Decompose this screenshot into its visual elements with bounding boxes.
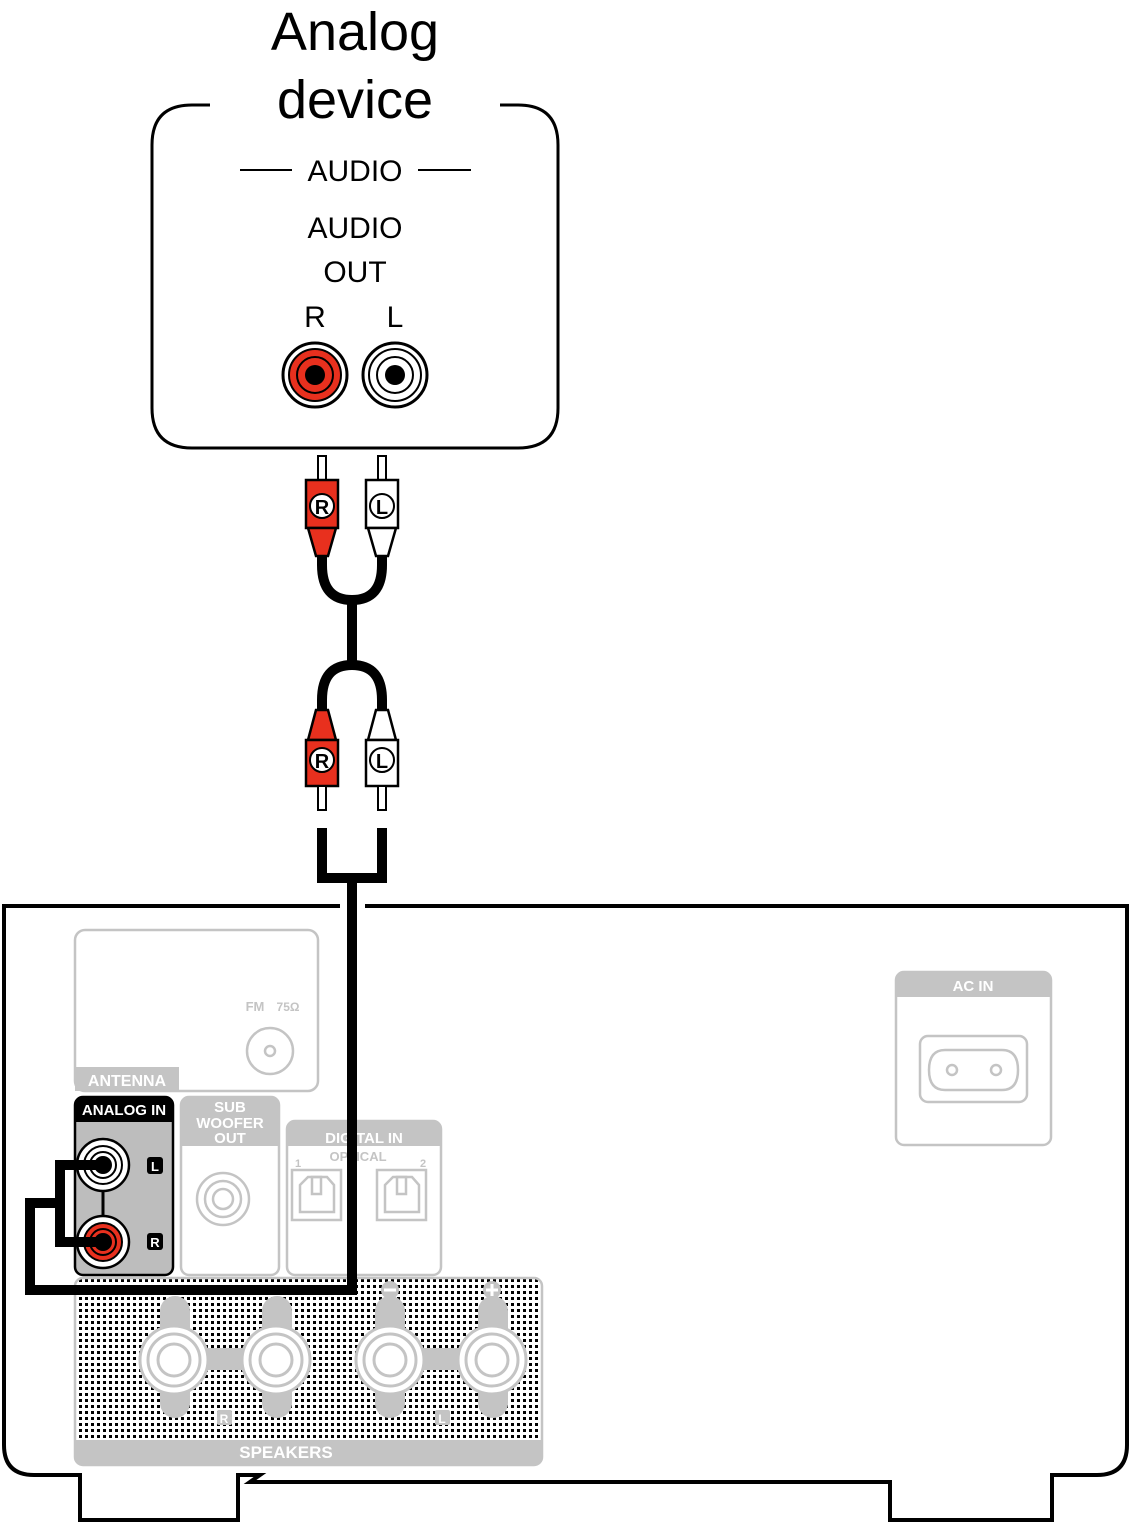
antenna-section: ANTENNA FM 75Ω bbox=[73, 928, 320, 1093]
subwoofer-jack[interactable] bbox=[195, 1171, 251, 1227]
ac-in-label: AC IN bbox=[953, 978, 994, 995]
left-output-jack[interactable] bbox=[361, 341, 429, 409]
optical-2-label: 2 bbox=[420, 1158, 426, 1170]
plug-right-label: R bbox=[315, 497, 330, 519]
cable-segment bbox=[25, 1198, 356, 1295]
device-title-line2: device bbox=[277, 70, 433, 130]
fm-label: FM bbox=[246, 999, 265, 1014]
analog-in-label: ANALOG IN bbox=[82, 1102, 166, 1119]
analog-in-right-label: R bbox=[150, 1235, 160, 1250]
subwoofer-label-line1: SUB bbox=[214, 1099, 246, 1116]
speakers-left-label: L bbox=[438, 1412, 445, 1426]
speakers-label: SPEAKERS bbox=[239, 1443, 333, 1462]
fm-antenna-jack[interactable] bbox=[245, 1026, 295, 1076]
speakers-section: SPEAKERS bbox=[73, 1276, 544, 1467]
digital-in-section: DIGITAL IN OPTICAL 1 2 bbox=[285, 1119, 443, 1277]
speakers-right-label: R bbox=[220, 1412, 229, 1426]
antenna-label: ANTENNA bbox=[88, 1073, 167, 1090]
receiver-outline bbox=[2, 904, 1129, 1522]
analog-in-left-label: L bbox=[151, 1159, 159, 1174]
ac-inlet[interactable] bbox=[918, 1034, 1029, 1104]
output-label-line1: AUDIO bbox=[307, 212, 402, 245]
cable-segment bbox=[55, 1160, 100, 1247]
top-left-plug: L bbox=[364, 455, 400, 558]
speaker-terminal-left-positive[interactable] bbox=[456, 1281, 528, 1418]
plus-icon bbox=[486, 1284, 498, 1296]
digital-in-label: DIGITAL IN bbox=[325, 1130, 403, 1147]
optical-label: OPTICAL bbox=[329, 1149, 386, 1164]
output-label-line2: OUT bbox=[323, 256, 386, 289]
speaker-terminal-right-negative[interactable] bbox=[138, 1296, 210, 1418]
analog-device: Analog device AUDIO AUDIO OUT R L bbox=[150, 2, 560, 450]
speaker-terminal-right-positive[interactable] bbox=[240, 1296, 312, 1418]
optical-port-2[interactable] bbox=[375, 1168, 428, 1222]
bottom-right-plug: R bbox=[304, 708, 340, 811]
receiver-rear-panel: ANTENNA FM 75Ω ANALOG IN bbox=[2, 904, 1129, 1522]
top-right-plug: R bbox=[304, 455, 340, 558]
analog-in-section: ANALOG IN L R bbox=[73, 1095, 175, 1277]
ac-in-section: AC IN bbox=[894, 970, 1053, 1147]
left-label: L bbox=[387, 301, 404, 334]
optical-1-label: 1 bbox=[295, 1158, 301, 1170]
plug-left-label: L bbox=[376, 497, 388, 519]
device-outline bbox=[150, 103, 560, 450]
device-title-line1: Analog bbox=[271, 2, 439, 62]
subwoofer-section: SUB WOOFER OUT bbox=[179, 1095, 281, 1277]
plug-right-label: R bbox=[315, 751, 330, 773]
optical-port-1[interactable] bbox=[290, 1168, 343, 1222]
subwoofer-label-line3: OUT bbox=[214, 1130, 246, 1147]
plug-left-label: L bbox=[376, 751, 388, 773]
section-label: AUDIO bbox=[307, 155, 402, 188]
fm-impedance: 75Ω bbox=[277, 1000, 300, 1014]
analog-in-left-jack[interactable] bbox=[75, 1137, 131, 1193]
right-label: R bbox=[304, 301, 326, 334]
speaker-terminal-left-negative[interactable] bbox=[354, 1281, 426, 1418]
bottom-left-plug: L bbox=[364, 708, 400, 811]
subwoofer-label-line2: WOOFER bbox=[196, 1115, 264, 1132]
right-output-jack[interactable] bbox=[281, 341, 349, 409]
